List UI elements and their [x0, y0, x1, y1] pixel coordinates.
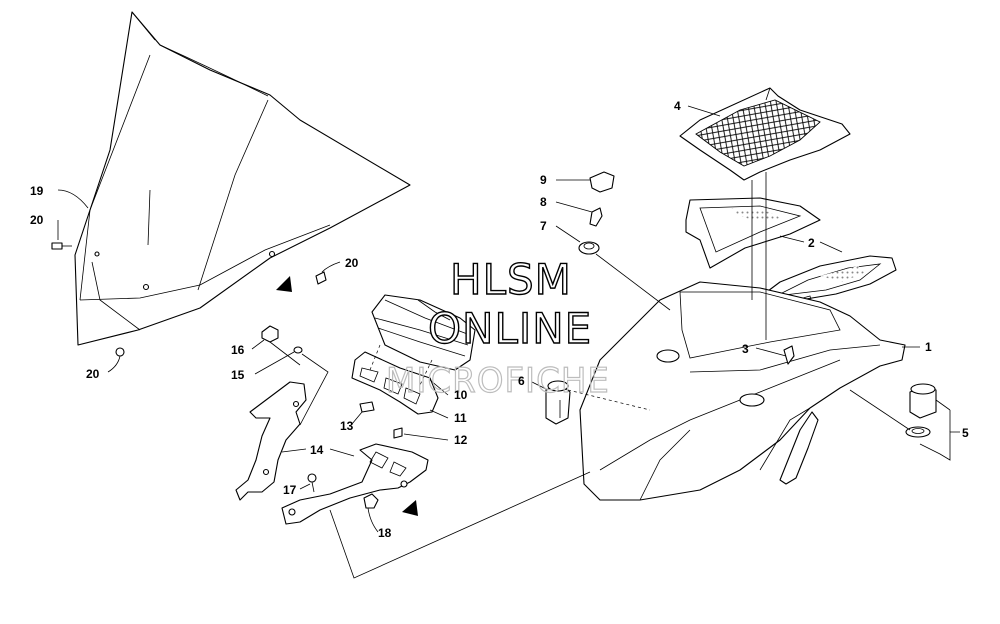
screw-20-left	[51, 242, 72, 250]
callout-15: 15	[231, 368, 245, 382]
callout-16: 16	[231, 343, 245, 357]
callout-1: 1	[925, 340, 932, 354]
callout-5: 5	[962, 426, 969, 440]
washer-15	[293, 346, 303, 354]
watermark: HLSM ONLINE MICROFICHE	[385, 254, 610, 401]
nut-16	[261, 325, 279, 343]
bolt-13	[359, 401, 375, 413]
bezel-7	[578, 241, 600, 255]
callout-labels: 1 2 3 4 5 6 7 8 9 10 11 12 13 14 15 16 1…	[30, 99, 969, 540]
gauge-bracket	[351, 351, 439, 415]
callout-20-left: 20	[30, 213, 44, 227]
callout-20-bottom: 20	[86, 367, 100, 381]
callout-2: 2	[808, 236, 815, 250]
key-cap-9	[589, 171, 615, 193]
callout-19: 19	[30, 184, 44, 198]
callout-9: 9	[540, 173, 547, 187]
instrument-gauge	[371, 294, 476, 371]
callout-18: 18	[378, 526, 392, 540]
callout-12: 12	[454, 433, 468, 447]
leader-lines	[57, 105, 960, 579]
callout-14: 14	[310, 443, 324, 457]
callout-8: 8	[540, 195, 547, 209]
callout-17: 17	[283, 483, 297, 497]
callout-10: 10	[454, 388, 468, 402]
key-8	[589, 207, 603, 227]
support-bracket	[235, 381, 307, 501]
ignition-switch-6	[545, 380, 571, 425]
fuel-cap-5	[905, 383, 937, 438]
trim-panel-upper	[685, 197, 821, 269]
hood-console	[579, 281, 906, 501]
watermark-line1: HLSM	[450, 255, 572, 304]
watermark-line3: MICROFICHE	[386, 361, 610, 401]
screw-17	[307, 473, 317, 493]
mount-bracket	[281, 443, 429, 525]
storage-tray	[679, 87, 851, 181]
callout-20-right: 20	[345, 256, 359, 270]
screw-3	[783, 345, 795, 365]
arrow-marker-windshield	[276, 276, 292, 292]
windshield	[74, 11, 411, 346]
callout-11: 11	[454, 411, 467, 425]
washer-20-bottom	[115, 347, 125, 357]
callout-3: 3	[742, 342, 749, 356]
callout-4: 4	[674, 99, 681, 113]
screw-20-right	[315, 271, 327, 285]
watermark-line2: ONLINE	[428, 304, 592, 353]
callout-13: 13	[340, 419, 354, 433]
nut-18	[363, 493, 379, 509]
arrow-marker-bracket	[402, 500, 418, 516]
grommet-12	[393, 427, 403, 439]
callout-6: 6	[518, 374, 525, 388]
callout-7: 7	[540, 219, 547, 233]
